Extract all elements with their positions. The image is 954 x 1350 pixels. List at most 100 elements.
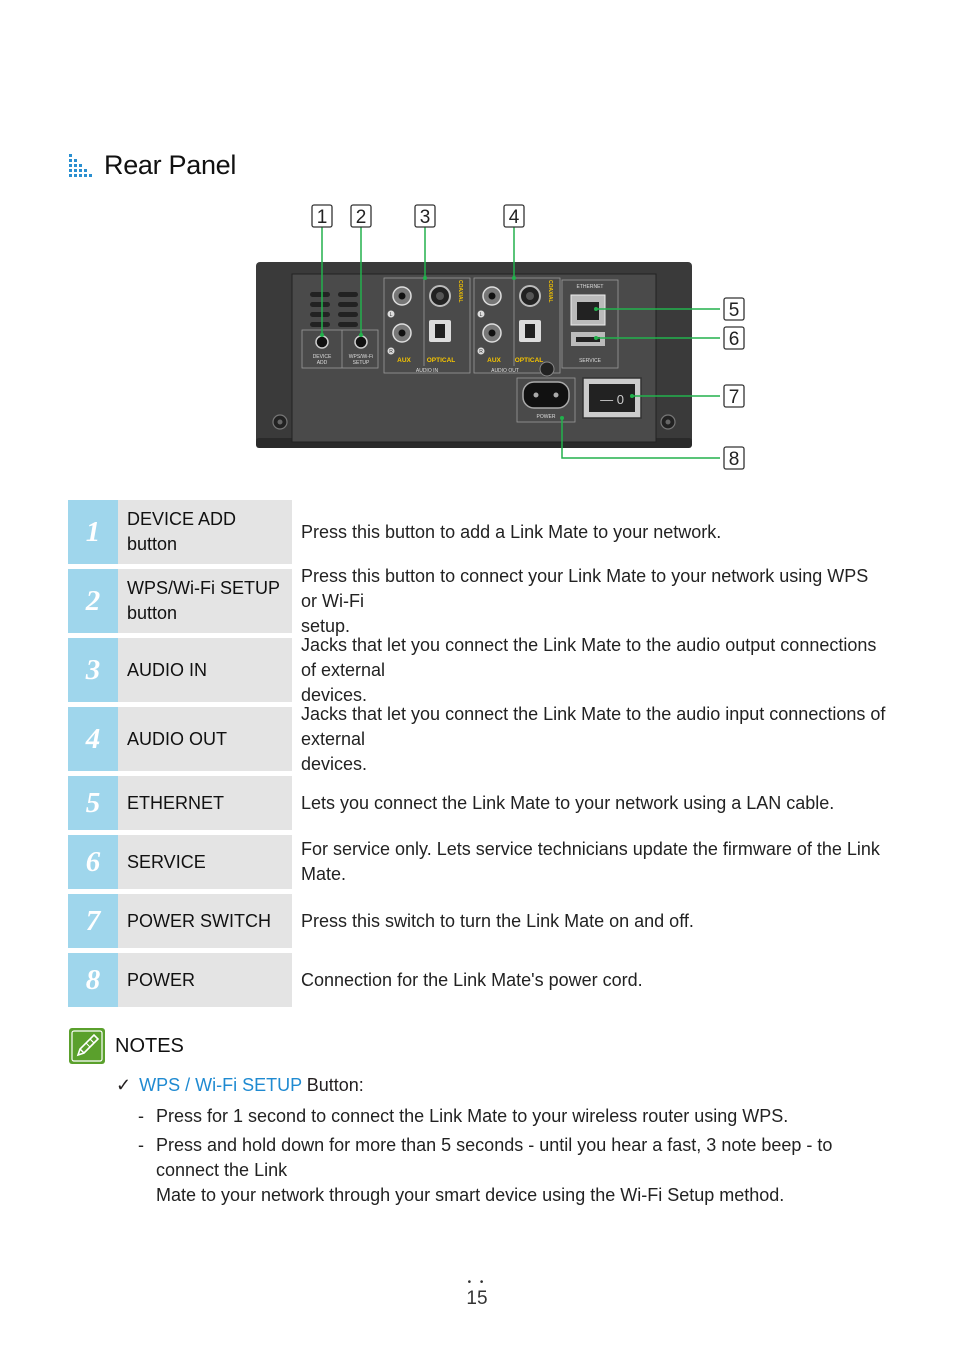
description-line: Connection for the Link Mate's power cor… (301, 969, 643, 990)
component-name: SERVICE (118, 835, 292, 889)
component-name-line: WPS/Wi-Fi SETUP (127, 578, 280, 598)
component-description: For service only. Lets service technicia… (292, 835, 888, 889)
aux-label: AUX (397, 357, 411, 364)
component-name-line: button (127, 603, 178, 623)
component-name: AUDIO IN (118, 638, 292, 702)
svg-text:6: 6 (729, 329, 740, 350)
component-name-line: DEVICE ADD (127, 509, 237, 529)
callout-2: 2 (350, 204, 372, 228)
note-item: - Press and hold down for more than 5 se… (138, 1133, 888, 1208)
description-line: For service only. Lets service technicia… (301, 839, 880, 884)
table-row: 1 DEVICE ADD button Press this button to ad… (68, 500, 888, 564)
vent-slots (310, 292, 358, 327)
component-table: 1 DEVICE ADD button Press this button to ad… (68, 500, 888, 1012)
description-line: Jacks that let you connect the Link Mate… (301, 703, 886, 749)
device-add-label-1: DEVICE (313, 354, 332, 360)
note-suffix: Button: (301, 1075, 364, 1095)
component-name-line: POWER SWITCH (127, 910, 271, 931)
note-line: Press for 1 second to connect the Link M… (156, 1106, 789, 1126)
network-block (561, 279, 619, 369)
svg-text:4: 4 (509, 207, 520, 228)
component-name: AUDIO OUT (118, 707, 292, 771)
optical-label: OPTICAL (515, 357, 544, 364)
note-line: Press and hold down for more than 5 seco… (156, 1135, 833, 1180)
notes-title: NOTES (115, 1034, 184, 1057)
component-name-line: SERVICE (127, 851, 206, 872)
row-number: 8 (68, 953, 118, 1007)
description-line: Press this switch to turn the Link Mate … (301, 910, 694, 931)
device-add-label-2: ADD (317, 360, 328, 366)
r-label: R (389, 349, 393, 355)
description-line: Lets you connect the Link Mate to your n… (301, 792, 835, 813)
note-heading: ✓WPS / Wi-Fi SETUP Button: (116, 1073, 364, 1097)
component-description: Jacks that let you connect the Link Mate… (292, 635, 888, 705)
l-label: L (480, 312, 483, 318)
page-dots: • • (467, 1277, 487, 1288)
component-description: Lets you connect the Link Mate to your n… (292, 776, 888, 830)
aux-label: AUX (487, 357, 501, 364)
description-line: Press this button to connect your Link M… (301, 565, 869, 611)
row-number: 2 (68, 569, 118, 633)
callout-lines (321, 227, 720, 459)
equalizer-bars-icon (69, 154, 92, 177)
component-name-line: ETHERNET (127, 792, 225, 813)
service-label: SERVICE (579, 358, 602, 364)
callout-8: 8 (723, 446, 745, 470)
r-label: R (479, 349, 483, 355)
component-name: POWER (118, 953, 292, 1007)
component-description: Connection for the Link Mate's power cor… (292, 953, 888, 1007)
component-name: POWER SWITCH (118, 894, 292, 948)
switch-label: — 0 (600, 392, 624, 407)
component-name: DEVICE ADD button (118, 500, 292, 564)
power-inlet-icon (522, 381, 570, 409)
component-description: Jacks that let you connect the Link Mate… (292, 704, 888, 774)
component-name: WPS/Wi-Fi SETUP button (118, 569, 292, 633)
row-number: 3 (68, 638, 118, 702)
svg-text:5: 5 (729, 300, 740, 321)
row-number: 6 (68, 835, 118, 889)
note-item: - Press for 1 second to connect the Link… (138, 1104, 888, 1129)
wps-label-2: SETUP (353, 360, 370, 366)
component-description: Press this button to connect your Link M… (292, 566, 888, 636)
callout-3: 3 (414, 204, 436, 228)
notes-pencil-icon (69, 1028, 105, 1064)
description-line: devices. (301, 753, 368, 774)
row-number: 7 (68, 894, 118, 948)
row-number: 5 (68, 776, 118, 830)
audio-in-label: AUDIO IN (416, 368, 439, 374)
power-label: POWER (537, 414, 556, 420)
note-line: Mate to your network through your smart … (156, 1185, 785, 1205)
component-name-line: AUDIO IN (127, 659, 208, 680)
component-name: ETHERNET (118, 776, 292, 830)
component-description: Press this button to add a Link Mate to … (292, 500, 888, 564)
component-name-line: POWER (127, 969, 196, 990)
l-label: L (390, 312, 393, 318)
component-name-line: AUDIO OUT (127, 728, 228, 749)
section-heading: Rear Panel (68, 148, 236, 182)
audio-out-block (473, 277, 561, 374)
table-row: 8 POWER Connection for the Link Mate's pow… (68, 953, 888, 1007)
audio-out-label: AUDIO OUT (491, 368, 519, 374)
table-row: 7 POWER SWITCH Press this switch to turn t… (68, 894, 888, 948)
callout-7: 7 (723, 384, 745, 408)
page-number-text: 15 (466, 1288, 488, 1309)
coaxial-label: COAXIAL (547, 280, 553, 303)
callout-6: 6 (723, 326, 745, 350)
table-row: 5 ETHERNET Lets you connect the Link Mate … (68, 776, 888, 830)
notes-header: NOTES (68, 1027, 184, 1065)
svg-text:3: 3 (420, 207, 431, 228)
svg-text:8: 8 (729, 449, 740, 470)
description-line: Jacks that let you connect the Link Mate… (301, 634, 877, 680)
page-title: Rear Panel (104, 149, 237, 180)
svg-text:2: 2 (356, 207, 367, 228)
row-number: 1 (68, 500, 118, 564)
table-row: 2 WPS/Wi-Fi SETUP button Press this button … (68, 566, 888, 636)
description-line: devices. (301, 684, 368, 705)
description-line: setup. (301, 615, 351, 636)
callout-1: 1 (311, 204, 333, 228)
wps-label-1: WPS/Wi-Fi (349, 354, 373, 360)
ethernet-label: ETHERNET (577, 284, 604, 290)
component-name-line: button (127, 534, 178, 554)
table-row: 6 SERVICE For service only. Lets service t… (68, 835, 888, 889)
